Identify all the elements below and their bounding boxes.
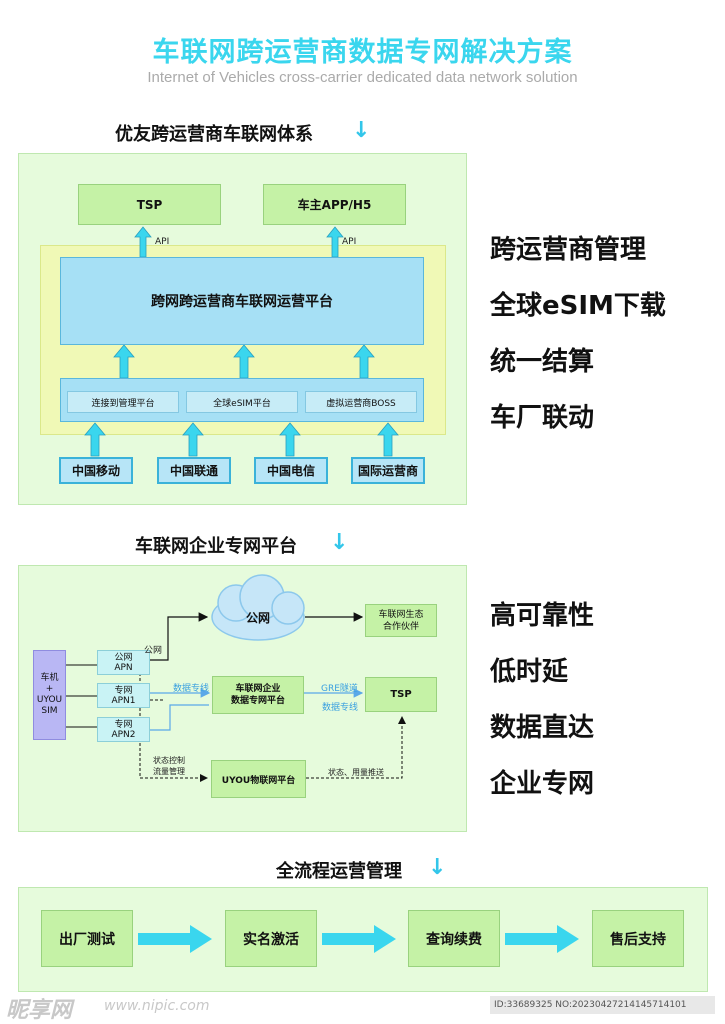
sub-platform-boss: 虚拟运营商BOSS bbox=[305, 391, 417, 413]
step-real-name-activation: 实名激活 bbox=[225, 910, 317, 967]
flow-arrow-2 bbox=[322, 925, 396, 953]
sub-platform-management: 连接到管理平台 bbox=[67, 391, 179, 413]
down-arrow-icon: ↓ bbox=[428, 855, 447, 880]
data-line-label-2: 数据专线 bbox=[322, 703, 359, 713]
feature-oem-linkage: 车厂联动 bbox=[490, 403, 595, 433]
down-arrow-icon: ↓ bbox=[330, 530, 349, 555]
watermark-logo: 昵享网 bbox=[6, 998, 73, 1023]
feature-direct-data: 数据直达 bbox=[490, 713, 595, 743]
apn-private-2: 专网 APN2 bbox=[97, 717, 150, 742]
flow-arrow-1 bbox=[138, 925, 212, 953]
feature-enterprise-network: 企业专网 bbox=[490, 769, 595, 799]
carrier-china-telecom: 中国电信 bbox=[254, 457, 328, 484]
gre-tunnel-label: GRE隧道 bbox=[321, 684, 358, 694]
api-label-1: API bbox=[155, 237, 170, 247]
feature-cross-carrier: 跨运营商管理 bbox=[490, 235, 647, 265]
car-sim-box: 车机 + UYOU SIM bbox=[33, 650, 66, 740]
page-title: 车联网跨运营商数据专网解决方案 bbox=[152, 37, 573, 68]
step-after-sales: 售后支持 bbox=[592, 910, 684, 967]
step-query-renewal: 查询续费 bbox=[408, 910, 500, 967]
status-control-label: 状态控制 流量管理 bbox=[153, 756, 185, 776]
feature-low-latency: 低时延 bbox=[490, 657, 569, 687]
platform-box: 跨网跨运营商车联网运营平台 bbox=[60, 257, 424, 345]
carrier-international: 国际运营商 bbox=[351, 457, 425, 484]
section1-heading: 优友跨运营商车联网体系 bbox=[115, 124, 313, 145]
watermark-site: www.nipic.com bbox=[104, 998, 210, 1014]
cloud-icon bbox=[211, 574, 305, 641]
carrier-china-mobile: 中国移动 bbox=[59, 457, 133, 484]
public-line-label: 公网 bbox=[144, 646, 163, 656]
page-subtitle: Internet of Vehicles cross-carrier dedic… bbox=[147, 69, 578, 86]
feature-unified-settlement: 统一结算 bbox=[490, 347, 595, 377]
feature-global-esim: 全球eSIM下载 bbox=[490, 291, 666, 321]
down-arrow-icon: ↓ bbox=[352, 118, 371, 143]
carrier-china-unicom: 中国联通 bbox=[157, 457, 231, 484]
enterprise-platform-box: 车联网企业 数据专网平台 bbox=[212, 676, 304, 714]
status-usage-label: 状态、用量推送 bbox=[328, 768, 384, 777]
step-factory-test: 出厂测试 bbox=[41, 910, 133, 967]
api-label-2: API bbox=[342, 237, 357, 247]
section3-heading: 全流程运营管理 bbox=[276, 861, 402, 882]
ecosystem-box: 车联网生态 合作伙伴 bbox=[365, 604, 437, 637]
owner-app-box: 车主APP/H5 bbox=[263, 184, 406, 225]
cloud-label: 公网 bbox=[245, 610, 270, 625]
sub-platform-esim: 全球eSIM平台 bbox=[186, 391, 298, 413]
tsp-box-2: TSP bbox=[365, 677, 437, 712]
flow-arrow-3 bbox=[505, 925, 579, 953]
feature-reliability: 高可靠性 bbox=[490, 601, 595, 631]
watermark-id: ID:33689325 NO:20230427214145714101 bbox=[490, 996, 715, 1014]
uyou-platform-box: UYOU物联网平台 bbox=[211, 760, 306, 798]
section2-heading: 车联网企业专网平台 bbox=[135, 536, 297, 557]
tsp-box: TSP bbox=[78, 184, 221, 225]
data-line-label-1: 数据专线 bbox=[173, 684, 210, 694]
apn-public: 公网 APN bbox=[97, 650, 150, 675]
apn-private-1: 专网 APN1 bbox=[97, 683, 150, 708]
